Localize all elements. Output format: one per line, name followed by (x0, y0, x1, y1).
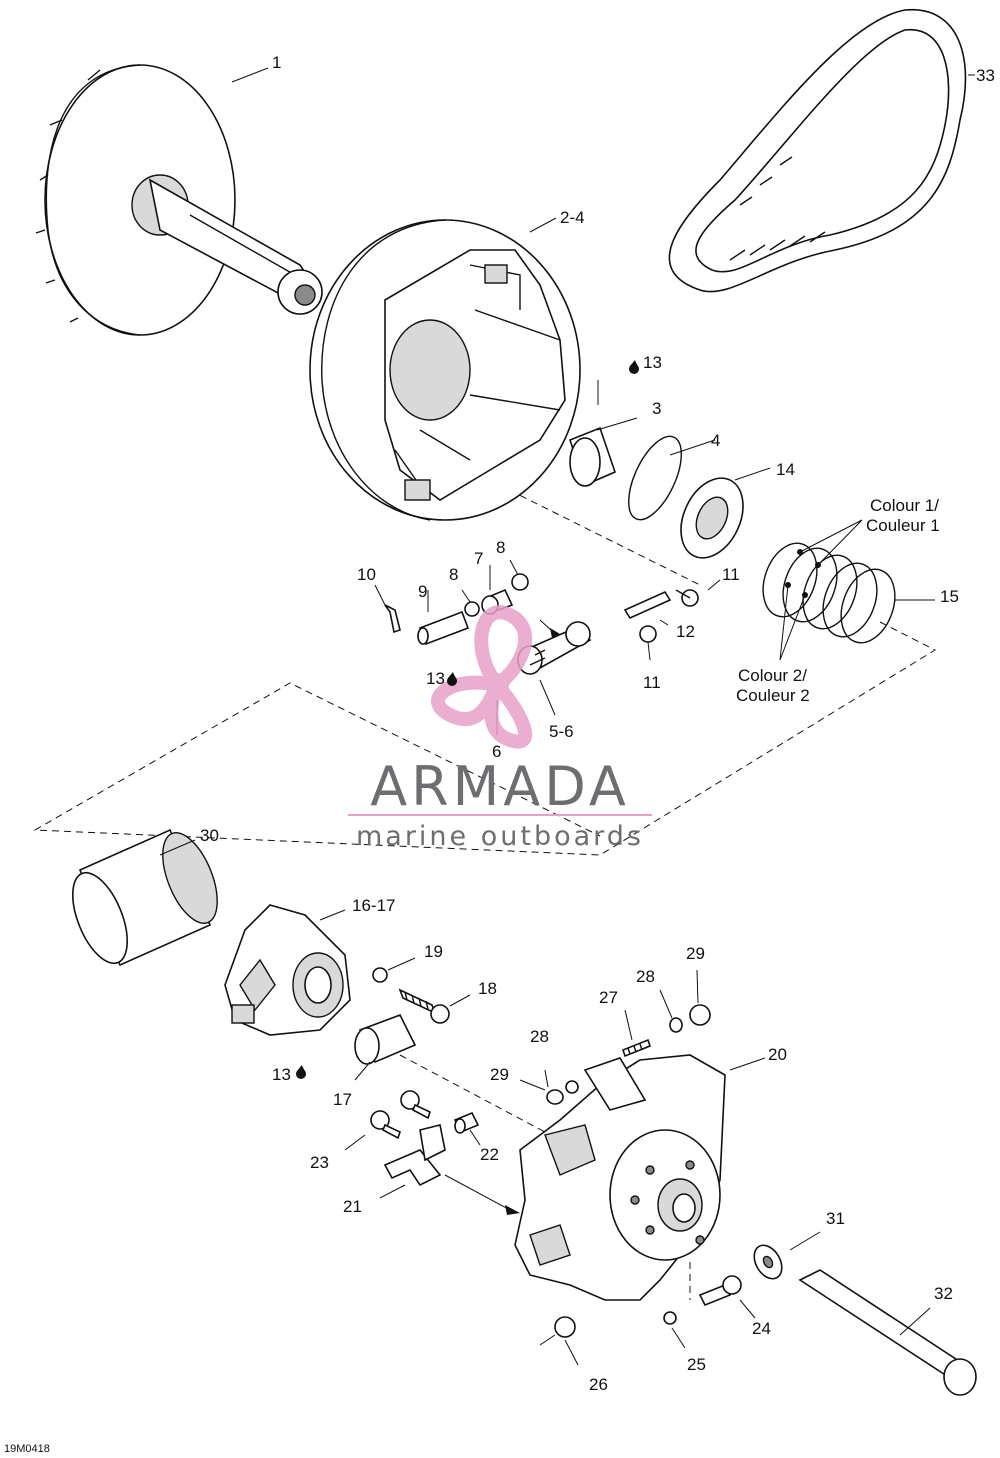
callout-28-top: 28 (636, 967, 655, 986)
callout-10: 10 (357, 565, 376, 584)
callout-3: 3 (652, 399, 661, 418)
callout-27: 27 (599, 988, 618, 1007)
callout-33: 33 (976, 66, 995, 85)
callout-19: 19 (424, 942, 443, 961)
callout-25: 25 (687, 1355, 706, 1374)
callout-26: 26 (589, 1375, 608, 1394)
callout-4: 4 (711, 431, 720, 450)
callout-9: 9 (418, 582, 427, 601)
callout-15: 15 (940, 587, 959, 606)
assembly-dash-lines (33, 457, 937, 1300)
watermark-title: ARMADA (370, 755, 630, 818)
callout-5-6: 5-6 (549, 722, 574, 741)
callout-7: 7 (474, 549, 483, 568)
callout-31: 31 (826, 1209, 845, 1228)
callout-8-left: 8 (449, 565, 458, 584)
callout-1: 1 (272, 53, 281, 72)
callout-17: 17 (333, 1090, 352, 1109)
watermark-subtitle: marine outboards (356, 821, 644, 852)
part-33-drive-belt (668, 9, 975, 293)
callout-28-left: 28 (530, 1027, 549, 1046)
callout-11-lower: 11 (643, 673, 661, 692)
callout-colour2-line2: Couleur 2 (736, 686, 810, 705)
part-2-4-movable-sheave (309, 217, 581, 521)
lubricant-drop-icon (296, 1065, 306, 1079)
parts-3-4-14 (569, 380, 771, 559)
callout-2-4: 2-4 (560, 208, 585, 227)
callout-colour2-line1: Colour 2/ (738, 666, 807, 685)
part-1-fixed-sheave (35, 64, 323, 336)
lubricant-drop-icon (629, 360, 639, 374)
armada-logo-icon (431, 605, 533, 749)
part-16-17-spider (224, 904, 471, 1081)
part-30-bushing (72, 828, 218, 967)
callout-13-bottom: 13 (272, 1065, 291, 1084)
callout-13-middle: 13 (426, 669, 445, 688)
callout-13-top: 13 (643, 353, 662, 372)
parts-21-29 (344, 969, 711, 1215)
callout-colour1-line2: Couleur 1 (866, 516, 940, 535)
callout-23: 23 (310, 1153, 329, 1172)
callout-6: 6 (492, 742, 501, 761)
callout-colour1-line1: Colour 1/ (870, 496, 939, 515)
callout-20: 20 (768, 1045, 787, 1064)
callout-8-right: 8 (496, 538, 505, 557)
callout-32: 32 (934, 1284, 953, 1303)
parts-24-26-31-32 (539, 1231, 977, 1396)
callout-12: 12 (676, 622, 695, 641)
callout-labels: 1 33 2-4 13 3 4 14 Colour 1/ Couleur 1 1… (4, 53, 995, 1455)
callout-16-17: 16-17 (352, 896, 395, 915)
lubricant-drop-icons (296, 360, 639, 1079)
callout-29-top: 29 (686, 944, 705, 963)
callout-11-upper: 11 (722, 565, 740, 584)
callout-18: 18 (478, 979, 497, 998)
callout-29-left: 29 (490, 1065, 509, 1084)
callout-30: 30 (200, 826, 219, 845)
small-parts-5-12 (374, 559, 721, 735)
callout-14: 14 (776, 460, 795, 479)
callout-24: 24 (752, 1319, 771, 1338)
part-20-governor-cup (514, 1054, 766, 1301)
part-15-spring (762, 519, 935, 661)
callout-21: 21 (343, 1197, 362, 1216)
callout-22: 22 (480, 1145, 499, 1164)
lubricant-drop-icon (447, 672, 457, 686)
drawing-code: 19M0418 (4, 1443, 50, 1455)
